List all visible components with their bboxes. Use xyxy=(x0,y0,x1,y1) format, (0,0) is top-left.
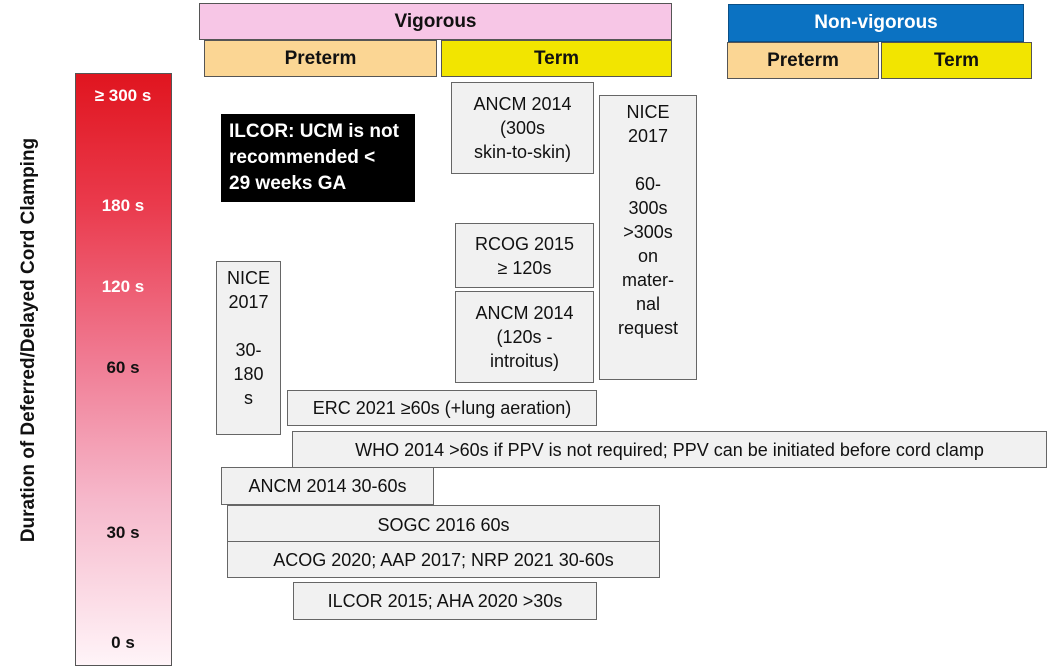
rcog-2015-box: RCOG 2015 ≥ 120s xyxy=(455,223,594,288)
sogc-2016-box: SOGC 2016 60s xyxy=(227,505,660,544)
header-vigorous-preterm: Preterm xyxy=(204,40,437,77)
ancm-2014-preterm-box: ANCM 2014 30-60s xyxy=(221,467,434,505)
tick-120s: 120 s xyxy=(101,277,145,296)
y-axis-label: Duration of Deferred/Delayed Cord Clampi… xyxy=(18,137,39,543)
ancm-2014-120s-box: ANCM 2014 (120s - introitus) xyxy=(455,291,594,383)
ancm-2014-300s-box: ANCM 2014 (300s skin-to-skin) xyxy=(451,82,594,174)
tick-0s: 0 s xyxy=(111,633,135,652)
nice-2017-preterm-box: NICE 2017 30- 180 s xyxy=(216,261,281,435)
tick-300s: ≥ 300 s xyxy=(94,86,152,105)
header-non-vigorous-preterm: Preterm xyxy=(727,42,879,79)
tick-180s: 180 s xyxy=(101,196,145,215)
header-non-vigorous-term: Term xyxy=(881,42,1032,79)
nice-2017-term-box: NICE 2017 60- 300s >300s on mater- nal r… xyxy=(599,95,697,380)
tick-30s: 30 s xyxy=(106,523,140,542)
tick-60s: 60 s xyxy=(106,358,140,377)
erc-2021-box: ERC 2021 ≥60s (+lung aeration) xyxy=(287,390,597,426)
who-2014-box: WHO 2014 >60s if PPV is not required; PP… xyxy=(292,431,1047,468)
ilcor-ucm-note: ILCOR: UCM is not recommended < 29 weeks… xyxy=(221,114,415,202)
duration-gradient-bar xyxy=(75,73,172,666)
ilcor-aha-box: ILCOR 2015; AHA 2020 >30s xyxy=(293,582,597,620)
header-vigorous: Vigorous xyxy=(199,3,672,40)
acog-aap-nrp-box: ACOG 2020; AAP 2017; NRP 2021 30-60s xyxy=(227,541,660,578)
header-non-vigorous: Non-vigorous xyxy=(728,4,1024,42)
header-vigorous-term: Term xyxy=(441,40,672,77)
